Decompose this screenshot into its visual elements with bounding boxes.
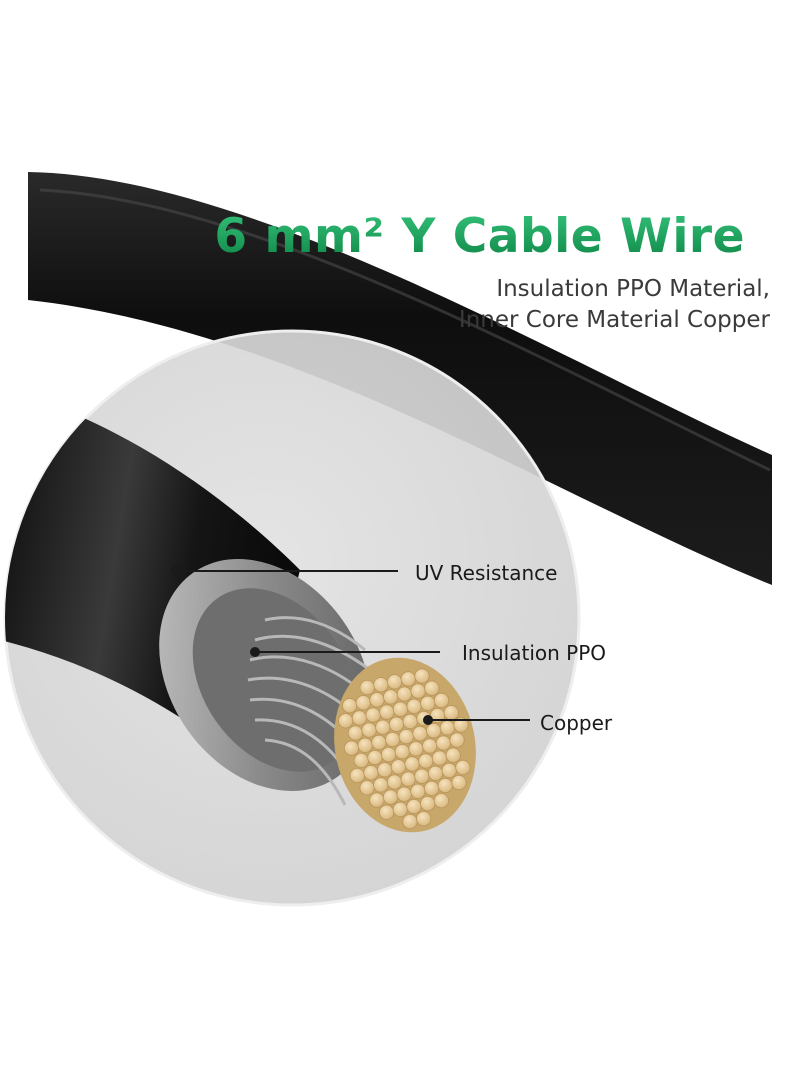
copper-marker <box>423 715 433 725</box>
copper-strand <box>343 740 360 756</box>
copper-strand <box>347 725 363 741</box>
copper-strand <box>338 713 354 729</box>
copper-strand <box>369 692 385 708</box>
copper-strand <box>435 735 451 751</box>
copper-strand <box>410 783 426 799</box>
copper-strand <box>402 813 418 830</box>
copper-strand <box>404 756 420 772</box>
copper-strand <box>394 744 410 760</box>
copper-strand <box>386 774 403 790</box>
copper-strand <box>390 759 406 775</box>
copper-strand <box>449 732 465 748</box>
copper-strand <box>361 722 377 738</box>
copper-strand <box>408 741 424 757</box>
copper-strand <box>371 734 387 751</box>
copper-strand <box>396 686 412 702</box>
copper-strand <box>398 728 414 745</box>
copper-strand <box>431 750 448 766</box>
copper-strand <box>373 677 389 693</box>
copper-strand <box>384 731 401 748</box>
copper-strand <box>353 752 369 769</box>
copper-strand <box>420 795 436 812</box>
copper-strand <box>367 749 383 766</box>
copper-strand <box>400 671 416 687</box>
copper-strand <box>453 717 469 733</box>
subtitle-line-1: Insulation PPO Material, <box>496 276 770 302</box>
copper-strand <box>369 792 385 808</box>
copper-strand <box>351 710 367 726</box>
copper-strand <box>359 679 375 696</box>
copper-strand <box>406 698 422 714</box>
copper-strand <box>410 683 426 699</box>
copper-strand <box>355 695 371 711</box>
copper-strands <box>338 668 471 830</box>
copper-strand <box>349 767 365 784</box>
title-graphic: 6 mm² Y Cable Wire <box>214 209 744 264</box>
copper-strand <box>451 774 467 791</box>
copper-strand <box>388 716 405 732</box>
copper-strand <box>433 692 450 709</box>
copper-strand <box>341 698 358 714</box>
copper-strand <box>426 723 442 739</box>
uv-marker <box>171 566 181 576</box>
copper-strand <box>414 768 430 784</box>
copper-strand <box>424 680 440 696</box>
copper-strand <box>363 765 379 781</box>
leader-lines <box>176 570 530 721</box>
copper-strand <box>383 689 399 705</box>
copper-strand <box>378 804 395 820</box>
callout-uv-resistance: UV Resistance <box>415 561 558 585</box>
copper-strand <box>416 811 432 827</box>
copper-strand <box>412 725 428 742</box>
copper-strand <box>420 695 436 711</box>
subtitle-line-2: Inner Core Material Copper <box>458 307 770 333</box>
copper-strand <box>402 713 418 730</box>
copper-strand <box>365 707 381 723</box>
copper-strand <box>427 765 444 781</box>
copper-strand <box>406 798 422 815</box>
copper-strand <box>439 720 455 736</box>
product-title: 6 mm² Y Cable Wire <box>214 205 745 277</box>
copper-strand <box>373 777 389 793</box>
copper-strand <box>400 771 416 787</box>
copper-strand <box>418 753 434 769</box>
copper-strand <box>357 737 373 753</box>
copper-strand <box>455 759 471 776</box>
copper-strand <box>359 780 375 796</box>
copper-strand <box>377 762 393 778</box>
copper-strand <box>445 747 461 763</box>
copper-strand <box>392 801 408 818</box>
copper-strand <box>422 738 438 754</box>
copper-strand <box>382 789 399 805</box>
copper-strand <box>443 705 459 721</box>
copper-strand <box>380 746 397 763</box>
copper-strand <box>392 701 408 717</box>
callout-insulation-ppo: Insulation PPO <box>462 641 607 665</box>
copper-strand <box>423 780 440 797</box>
copper-strand <box>433 793 449 809</box>
title-text: 6 mm² Y Cable Wire <box>214 209 745 264</box>
callout-copper: Copper <box>540 711 613 735</box>
copper-strand <box>414 668 430 684</box>
copper-strand <box>375 719 391 735</box>
copper-strand <box>386 674 403 690</box>
copper-strand <box>379 704 395 720</box>
copper-strand <box>437 777 453 794</box>
insulation-marker <box>250 647 260 657</box>
copper-strand <box>441 762 457 779</box>
copper-strand <box>396 786 412 802</box>
